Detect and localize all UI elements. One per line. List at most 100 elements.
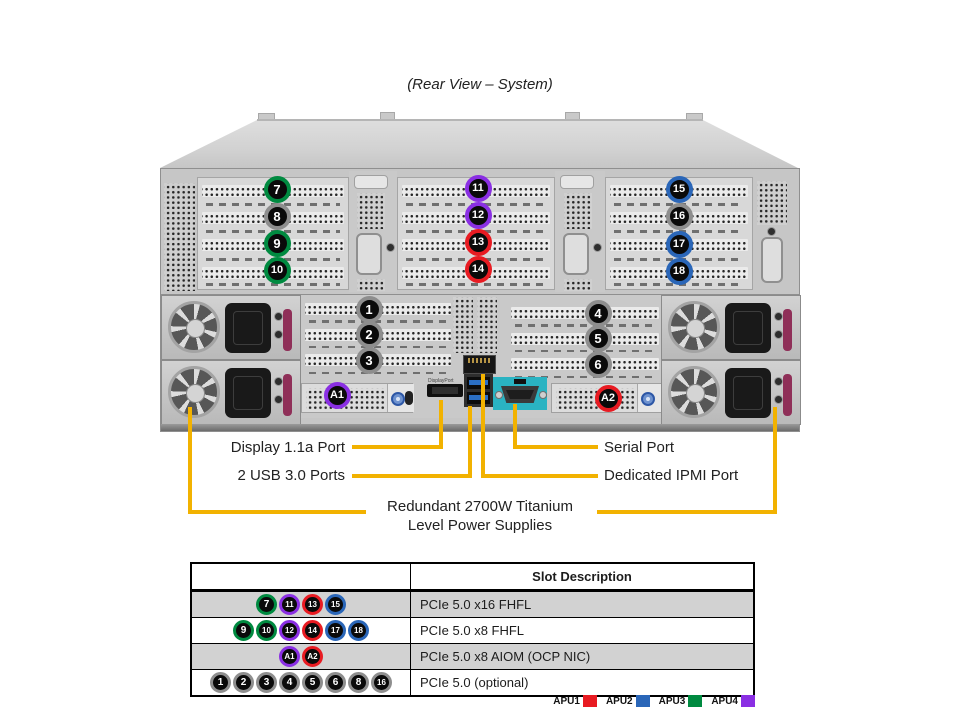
slot-badge-8: 8 (348, 672, 369, 693)
table-description-cell: PCIe 5.0 x8 FHFL (420, 623, 525, 638)
displayport-mini-label: DisplayPort (428, 378, 454, 384)
screw (274, 395, 283, 404)
vent-dash (515, 324, 655, 327)
slot-badge-13: 13 (464, 229, 492, 257)
divider-bracket (356, 233, 382, 275)
slot-badge-12: 12 (279, 620, 300, 641)
chassis-lid (160, 120, 798, 168)
slot-badge-3: 3 (256, 672, 277, 693)
legend-label: APU2 (605, 695, 633, 707)
slot-badge-5: 5 (302, 672, 323, 693)
slot-badge-5: 5 (584, 325, 612, 352)
slot-badge-14: 14 (464, 256, 492, 284)
slot-badge-18: 18 (348, 620, 369, 641)
right-bracket (761, 237, 783, 283)
legend-label: APU1 (553, 695, 580, 707)
callout-line-psu-left-h (188, 510, 366, 514)
slot-badge-4: 4 (279, 672, 300, 693)
slot-badge-12: 12 (464, 201, 492, 229)
slot-badge-18: 18 (665, 258, 693, 285)
callout-line-ipmi-h (481, 474, 598, 478)
screw (274, 312, 283, 321)
vent-column (453, 297, 473, 353)
callout-line-displayport-v (439, 400, 443, 447)
slot-badge-7: 7 (263, 175, 291, 203)
divider-tab (354, 175, 388, 189)
psu-release-handle (783, 374, 792, 416)
callout-line-usb-h (352, 474, 472, 478)
legend-item-apu3: APU3 (659, 695, 703, 707)
slot-badge-16: 16 (371, 672, 392, 693)
screw (774, 312, 783, 321)
usb-tab (469, 380, 488, 385)
label-displayport: Display 1.1a Port (230, 439, 345, 456)
aiom-slot-a1 (301, 383, 414, 413)
vent-strip-right (757, 181, 787, 225)
slot-badge-15: 15 (665, 175, 693, 203)
serial-port-plate (493, 377, 547, 410)
psu-fan (168, 366, 220, 418)
slot-badge-A2: A2 (594, 384, 622, 412)
psu-release-handle (783, 309, 792, 351)
power-supply-top-right (661, 295, 801, 360)
divider-vents (564, 279, 592, 291)
slot-badge-10: 10 (263, 257, 291, 285)
thumbscrew (391, 392, 405, 406)
lid-tab (380, 112, 395, 121)
screw (774, 395, 783, 404)
slot-badge-7: 7 (256, 594, 277, 615)
vent-dash (309, 345, 447, 348)
psu-fan (668, 366, 720, 418)
vent-dash (406, 283, 546, 286)
slot-badge-9: 9 (263, 230, 291, 258)
slot-badge-16: 16 (665, 203, 693, 230)
screw (774, 377, 783, 386)
screw (274, 330, 283, 339)
divider-tab (560, 175, 594, 189)
serial-id-label (514, 379, 526, 384)
screw (767, 227, 776, 236)
psu-power-inlet (225, 368, 271, 418)
screw (774, 330, 783, 339)
cage-divider (349, 171, 397, 292)
slot-badge-4: 4 (584, 299, 612, 327)
divider-vents (564, 193, 592, 229)
table-header-description: Slot Description (532, 569, 632, 584)
db9-nut (495, 391, 503, 399)
figure-title: (Rear View – System) (407, 76, 553, 93)
callout-line-serial-v (513, 404, 517, 449)
psu-release-handle (283, 374, 292, 416)
power-supply-top-left (161, 295, 301, 360)
divider-vents (357, 193, 385, 229)
psu-fan (668, 301, 720, 353)
legend-color-swatch (688, 695, 703, 707)
small-port (405, 391, 413, 405)
legend-item-apu4: APU4 (711, 695, 755, 707)
slot-badge-A1: A1 (323, 381, 351, 409)
legend-color-swatch (582, 695, 597, 707)
ipmi-ethernet-port (463, 355, 496, 374)
vent-dash (515, 349, 655, 352)
db9-nut (539, 391, 547, 399)
power-supply-bottom-right (661, 360, 801, 425)
psu-power-inlet (725, 368, 771, 418)
vent-dash (206, 283, 340, 286)
legend-label: APU3 (658, 695, 686, 707)
callout-line-ipmi-v (481, 374, 485, 478)
slot-badge-15: 15 (325, 594, 346, 615)
label-psu-line1: Redundant 2700W Titanium (387, 498, 573, 515)
table-header-row: Slot Description (192, 564, 753, 589)
slot-badge-11: 11 (464, 174, 492, 202)
divider-bracket (563, 233, 589, 275)
callout-line-serial-h (513, 445, 598, 449)
slot-badge-17: 17 (665, 230, 693, 258)
thumbscrew (641, 392, 655, 406)
power-supply-bottom-left (161, 360, 301, 425)
vent-strip-left (164, 183, 195, 291)
